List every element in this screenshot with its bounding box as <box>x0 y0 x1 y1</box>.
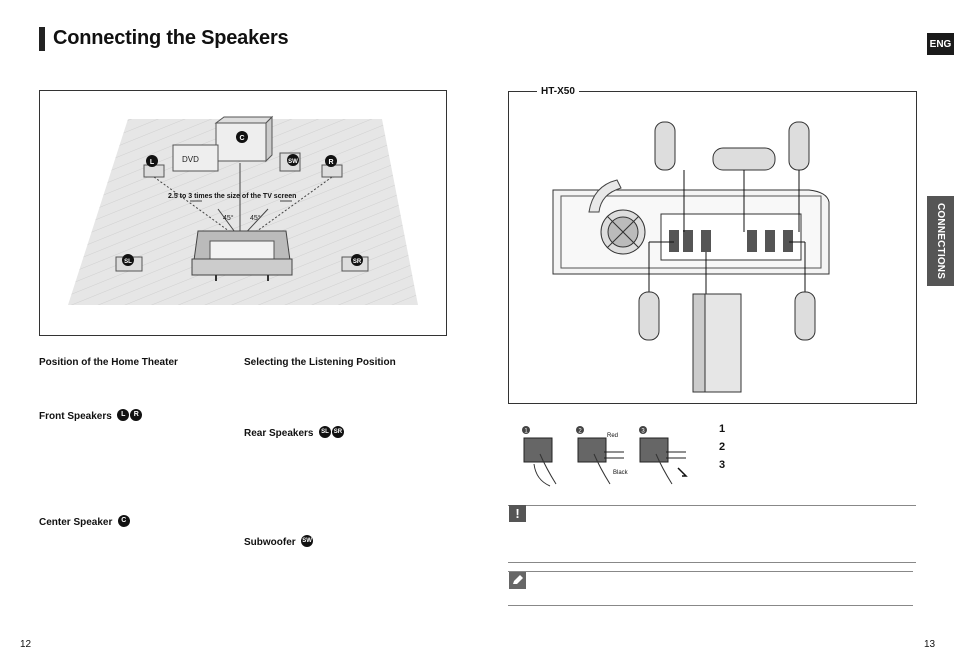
section-tab: CONNECTIONS <box>927 196 954 286</box>
angle-left-label: 45° <box>223 214 234 222</box>
svg-text:SL: SL <box>124 259 132 265</box>
badge-l-icon: L <box>117 408 130 421</box>
step-list-number-3: 3 <box>719 459 726 471</box>
terminal-steps-drawing: 1 2 Red Black 3 <box>522 426 688 487</box>
rear-panel-illustration <box>552 121 830 393</box>
pencil-icon <box>513 575 523 584</box>
svg-text:3: 3 <box>641 429 645 435</box>
terminal-steps-illustration: 1 2 Red Black 3 <box>512 424 707 490</box>
step-number-list: 1 2 3 <box>719 423 725 477</box>
room-diagram: DVD 2.5 to 3 times the size of the TV sc… <box>39 90 447 336</box>
step-list-number-1: 1 <box>719 423 726 435</box>
angle-right-label: 45° <box>250 214 261 222</box>
badge-sw-icon: SW <box>301 534 314 547</box>
step-list-number-2: 2 <box>719 441 726 453</box>
room-illustration: DVD 2.5 to 3 times the size of the TV sc… <box>68 115 418 305</box>
page-title: Connecting the Speakers <box>53 27 289 49</box>
front-speakers-heading: Front Speakers <box>39 411 112 422</box>
rear-speakers-heading: Rear Speakers <box>244 428 314 439</box>
badge-sr-icon: SR <box>331 425 344 438</box>
note-bottom-rule <box>508 605 913 606</box>
subwoofer-heading-row: Subwoofer SW <box>244 532 314 550</box>
caution-top-rule <box>508 505 916 506</box>
step-2: 2 Red Black <box>576 426 629 485</box>
note-pencil-icon <box>509 572 526 589</box>
svg-text:2: 2 <box>578 429 582 435</box>
model-connection-box <box>508 91 917 404</box>
black-wire-label: Black <box>613 470 629 476</box>
note-top-rule <box>508 571 913 572</box>
svg-text:1: 1 <box>524 429 528 435</box>
badge-surround-left: SL <box>122 254 134 266</box>
dvd-label: DVD <box>182 155 199 164</box>
caution-icon: ! <box>509 505 526 522</box>
distance-label: 2.5 to 3 times the size of the TV screen <box>168 193 296 200</box>
badge-subwoofer: SW <box>287 154 299 166</box>
badge-sl-icon: SL <box>318 425 331 438</box>
badge-c-icon: C <box>117 514 130 527</box>
badge-center: C <box>236 131 248 143</box>
subwoofer-heading: Subwoofer <box>244 537 296 548</box>
svg-text:SW: SW <box>288 159 298 165</box>
badge-surround-right: SR <box>351 254 363 266</box>
svg-text:L: L <box>150 159 155 166</box>
step-1: 1 <box>522 426 557 487</box>
page-number-right: 13 <box>924 639 936 650</box>
page-number-left: 12 <box>20 639 32 650</box>
badge-front-right: R <box>325 155 337 167</box>
svg-text:SR: SR <box>353 259 362 265</box>
title-accent-bar <box>39 27 45 51</box>
center-speaker-heading: Center Speaker <box>39 517 113 528</box>
step-3: 3 <box>639 426 688 485</box>
badge-r-icon: R <box>130 408 143 421</box>
listening-heading: Selecting the Listening Position <box>244 357 396 368</box>
model-label: HT-X50 <box>537 86 579 97</box>
svg-text:C: C <box>239 135 244 142</box>
badge-front-left: L <box>146 155 158 167</box>
position-heading: Position of the Home Theater <box>39 357 178 368</box>
language-tab: ENG <box>927 33 954 55</box>
caution-bottom-rule <box>508 562 916 563</box>
red-wire-label: Red <box>607 433 618 439</box>
center-speaker-heading-row: Center Speaker C <box>39 512 130 530</box>
svg-text:R: R <box>328 159 333 166</box>
